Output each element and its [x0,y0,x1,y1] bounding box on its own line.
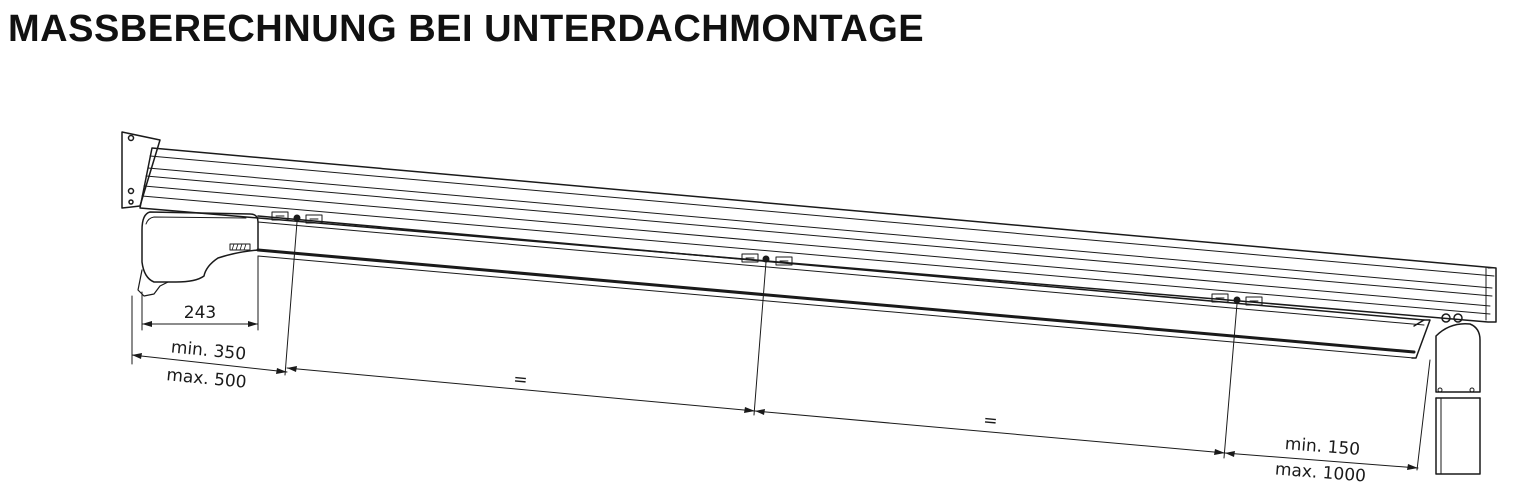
dim-motor-width: 243 [184,303,216,323]
dim-equal-2: = [982,410,998,431]
right-end-support [1435,313,1481,475]
cassette-rail [139,147,1497,323]
motor-housing [137,211,259,297]
front-bar [256,215,1431,359]
dim-equal-1: = [512,369,528,390]
dimension-lines [131,323,1419,469]
extension-lines [131,221,1431,471]
dim-last-max: max. 1000 [1274,459,1366,486]
page-title: MASSBERECHNUNG BEI UNTERDACHMONTAGE [8,8,925,50]
mounting-bracket-1 [271,211,323,224]
mounting-bracket-3 [1211,293,1263,306]
arrowheads [132,321,1418,470]
dim-last-min: min. 150 [1284,434,1361,460]
dim-first-max: max. 500 [166,365,248,393]
